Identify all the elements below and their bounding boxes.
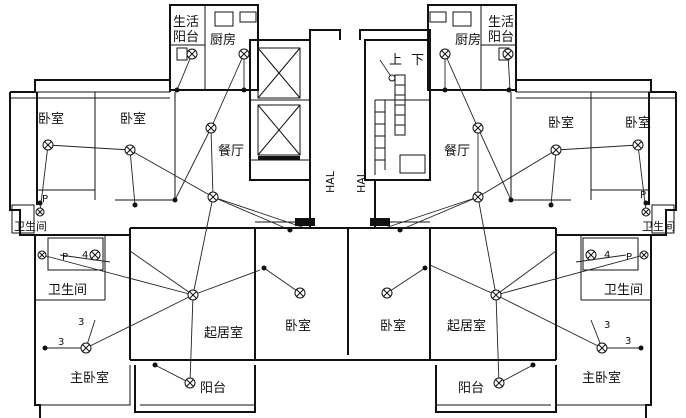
- room-label: 卧室: [380, 318, 406, 334]
- switch-icon: [442, 87, 448, 93]
- ceiling-lamp-icon: [37, 250, 47, 260]
- ceiling-lamp-icon: [550, 144, 562, 156]
- wire-count-mark: 3: [58, 337, 64, 348]
- ceiling-lamp-icon: [184, 377, 196, 389]
- room-label: 餐厅: [218, 143, 244, 159]
- switch-icon: [530, 362, 536, 368]
- switch-icon: [152, 362, 158, 368]
- wire-count-mark: 3: [78, 317, 84, 328]
- ceiling-lamp-icon: [585, 249, 597, 261]
- room-label: 卧室: [625, 115, 651, 131]
- room-label: 卫生间: [604, 283, 643, 298]
- hal-label: HAL: [324, 170, 337, 193]
- stair-lamp-icon: [388, 74, 396, 82]
- switch-icon: [506, 87, 512, 93]
- ceiling-lamp-icon: [381, 287, 393, 299]
- switch-icon: [508, 197, 514, 203]
- wiring: [39, 53, 647, 384]
- room-label: 卧室: [548, 115, 574, 131]
- room-label: 卫生间: [642, 219, 675, 233]
- room-label: 起居室: [447, 318, 486, 334]
- room-label: 卫生间: [48, 283, 87, 298]
- switch-icon: [548, 202, 554, 208]
- distribution-panel-mark: P: [42, 194, 48, 205]
- room-label: 卫生间: [14, 219, 47, 233]
- room-label: 生活阳台: [488, 15, 514, 45]
- room-label: 主卧室: [582, 370, 621, 386]
- ceiling-lamp-icon: [639, 250, 649, 260]
- room-label: 厨房: [210, 32, 236, 48]
- ceiling-lamp-icon: [80, 342, 92, 354]
- room-label: 阳台: [458, 381, 484, 396]
- switch-icon: [422, 265, 428, 271]
- room-label: 卧室: [38, 111, 64, 127]
- stair-labels: 上 下 HAL HAL: [324, 53, 424, 193]
- room-label: 阳台: [200, 381, 226, 396]
- ceiling-lamp-icon: [124, 144, 136, 156]
- switch-icon: [132, 202, 138, 208]
- room-label: 卧室: [120, 111, 146, 127]
- ceiling-lamp-icon: [641, 207, 651, 217]
- ceiling-lamp-icon: [502, 48, 514, 60]
- hal-label: HAL: [355, 170, 368, 193]
- switch-icon: [643, 200, 649, 206]
- marks: P P 4 3 3 P P 4 3 3: [42, 190, 646, 348]
- distribution-panel-mark: P: [640, 190, 646, 201]
- switch-icon: [172, 197, 178, 203]
- ceiling-lamp-icon: [472, 191, 484, 203]
- room-label: 生活阳台: [173, 15, 199, 45]
- ceiling-lamp-icon: [439, 48, 451, 60]
- room-label: 餐厅: [444, 143, 470, 159]
- ceiling-lamp-icon: [207, 191, 219, 203]
- ceiling-lamp-icon: [294, 287, 306, 299]
- room-label: 起居室: [204, 325, 243, 341]
- switches: [37, 87, 649, 368]
- ceiling-lamp-icon: [472, 122, 484, 134]
- wire-count-mark: 3: [625, 336, 631, 347]
- ceiling-lamp-icon: [186, 48, 198, 60]
- wire-count-mark: 4: [604, 250, 610, 261]
- stair-down-label: 下: [411, 53, 424, 68]
- room-labels: 生活阳台 厨房 厨房 生活阳台 卧室 卧室 卧室 卧室 餐厅 餐厅 卫生间 卫生…: [14, 15, 675, 396]
- switch-icon: [397, 227, 403, 233]
- lamps: [35, 48, 651, 389]
- ceiling-lamp-icon: [42, 139, 54, 151]
- room-label: 卧室: [285, 318, 311, 334]
- distribution-panel-mark: P: [626, 252, 632, 263]
- switch-icon: [241, 87, 247, 93]
- ceiling-lamp-icon: [493, 377, 505, 389]
- distribution-panel-mark: P: [62, 252, 68, 263]
- ceiling-lamp-icon: [596, 342, 608, 354]
- ceiling-lamp-icon: [632, 139, 644, 151]
- ceiling-lamp-icon: [187, 289, 199, 301]
- switch-icon: [42, 345, 48, 351]
- switch-icon: [287, 227, 293, 233]
- room-label: 主卧室: [70, 370, 109, 386]
- walls: [9, 4, 677, 418]
- ceiling-lamp-icon: [205, 122, 217, 134]
- switch-icon: [638, 345, 644, 351]
- wire-count-mark: 4: [82, 250, 88, 261]
- room-label: 厨房: [455, 32, 481, 48]
- switch-icon: [37, 200, 43, 206]
- wire-count-mark: 3: [604, 320, 610, 331]
- ceiling-lamp-icon: [35, 207, 45, 217]
- ceiling-lamp-icon: [490, 289, 502, 301]
- stair-up-label: 上: [389, 53, 402, 68]
- ceiling-lamp-icon: [89, 249, 101, 261]
- ceiling-lamp-icon: [238, 48, 250, 60]
- switch-icon: [261, 265, 267, 271]
- switch-icon: [174, 87, 180, 93]
